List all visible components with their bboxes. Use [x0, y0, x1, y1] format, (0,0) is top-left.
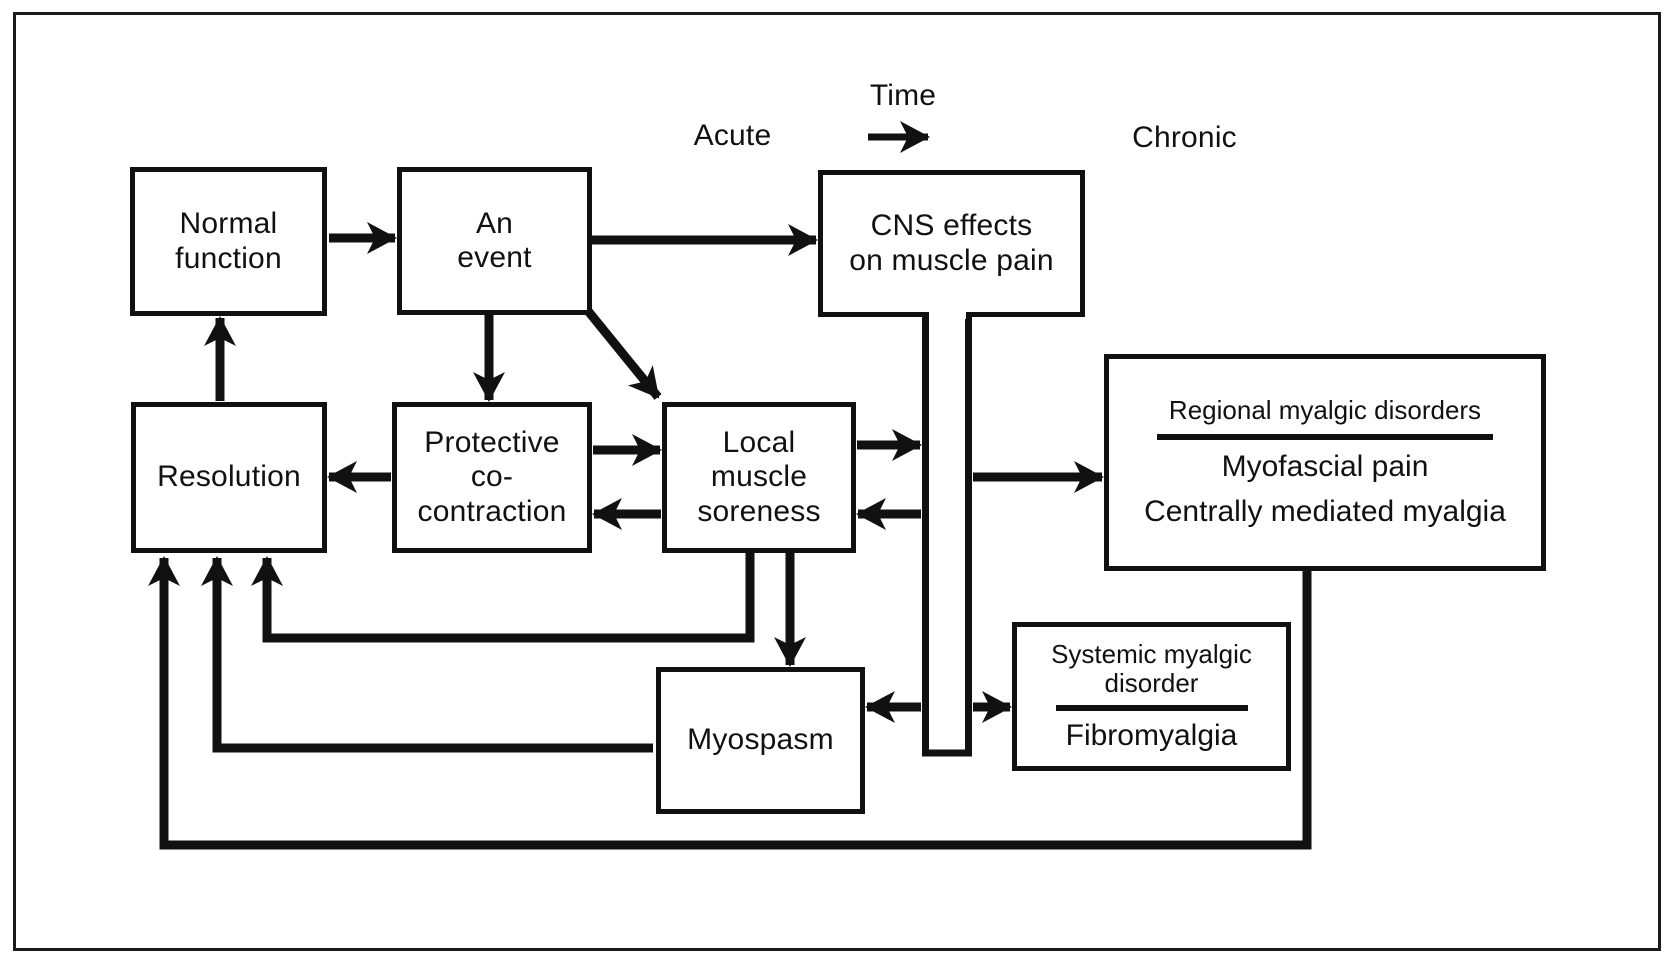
cns-stem-opening [929, 310, 966, 319]
regional-header: Regional myalgic disorders [1168, 394, 1482, 425]
arrow-regional-to-resolution [148, 556, 1312, 850]
regional-myalgic-box: Regional myalgic disorders Myofascial pa… [1104, 354, 1546, 571]
resolution-label: Resolution [157, 460, 301, 494]
myospasm-label: Myospasm [687, 723, 834, 757]
arrow-soreness-to-resolution [251, 551, 755, 643]
an-event-box: An event [397, 167, 592, 315]
systemic-header: Systemic myalgic disorder [1051, 638, 1252, 698]
acute-label: Acute [693, 119, 772, 152]
chronic-label: Chronic [1132, 121, 1237, 154]
arrow-myospasm-to-resolution [201, 556, 653, 753]
resolution-box: Resolution [131, 402, 327, 553]
myospasm-box: Myospasm [656, 667, 865, 814]
an-event-label: An event [457, 206, 532, 274]
time-label: Time [869, 79, 937, 112]
regional-item-centrally-mediated: Centrally mediated myalgia [1144, 494, 1506, 528]
normal-function-label: Normal function [175, 207, 282, 275]
systemic-item-fibromyalgia: Fibromyalgia [1065, 718, 1238, 752]
cns-effects-label: CNS effects on muscle pain [849, 209, 1054, 277]
protective-cocontraction-label: Protective co- contraction [417, 426, 567, 528]
local-muscle-soreness-label: Local muscle soreness [697, 426, 821, 528]
figure-border [13, 12, 1661, 951]
regional-divider [1157, 434, 1493, 441]
cns-effects-box: CNS effects on muscle pain [818, 170, 1085, 317]
regional-item-myofascial: Myofascial pain [1221, 450, 1429, 484]
local-muscle-soreness-box: Local muscle soreness [662, 402, 856, 553]
arrow-event-to-soreness-diagonal [580, 303, 662, 400]
normal-function-box: Normal function [130, 167, 327, 316]
systemic-divider [1055, 704, 1248, 711]
systemic-myalgic-box: Systemic myalgic disorder Fibromyalgia [1012, 622, 1291, 771]
cns-stem-channel [922, 312, 972, 757]
protective-cocontraction-box: Protective co- contraction [392, 402, 592, 553]
